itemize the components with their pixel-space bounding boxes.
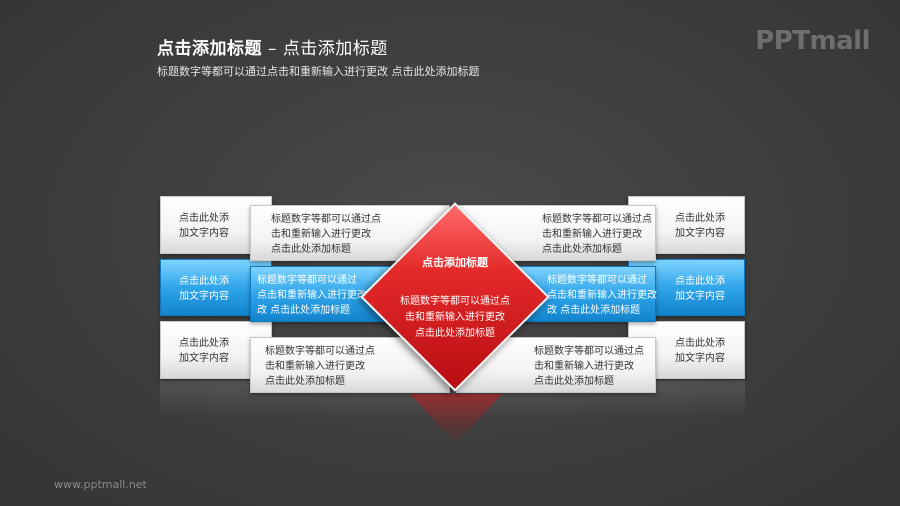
- page-title: 点击添加标题 – 点击添加标题: [157, 34, 388, 59]
- left-inner-card-2-line3: 改 点击此处添加标题: [257, 305, 351, 316]
- left-inner-card-1-line2: 击和重新输入进行更改: [271, 229, 371, 240]
- left-inner-card-2-line1: 标题数字等都可以通过: [257, 275, 357, 286]
- diamond-text: 标题数字等都可以通过点击和重新输入进行更改 点击此处添加标题: [400, 296, 510, 339]
- left-inner-card-3-line2: 击和重新输入进行更改: [265, 361, 365, 372]
- diamond-title: 点击添加标题: [422, 256, 488, 269]
- left-outer-card-3-line2: 加文字内容: [179, 353, 229, 364]
- left-outer-card-2-line1: 点击此处添: [179, 276, 229, 287]
- right-inner-card-3-line1: 标题数字等都可以通过点: [534, 346, 644, 357]
- right-inner-card-3-line2: 击和重新输入进行更改: [534, 361, 634, 372]
- right-inner-card-1-line1: 标题数字等都可以通过点: [542, 214, 652, 225]
- left-outer-card-3-line1: 点击此处添: [179, 338, 229, 349]
- right-inner-card-1-line2: 击和重新输入进行更改: [542, 229, 642, 240]
- page-subtitle: 标题数字等都可以通过点击和重新输入进行更改 点击此处添加标题: [157, 65, 480, 78]
- right-outer-card-2-line2: 加文字内容: [675, 291, 725, 302]
- title-sub: 点击添加标题: [282, 39, 388, 59]
- left-inner-card-3-line1: 标题数字等都可以通过点: [265, 346, 375, 357]
- center-diamond[interactable]: 点击添加标题 标题数字等都可以通过点击和重新输入进行更改 点击此处添加标题: [360, 200, 550, 395]
- title-main: 点击添加标题: [157, 39, 262, 59]
- right-inner-card-3-line3: 点击此处添加标题: [534, 376, 614, 387]
- right-outer-card-1-line1: 点击此处添: [675, 213, 725, 224]
- footer-url[interactable]: www.pptmall.net: [54, 478, 147, 491]
- pptmall-logo: PPTmall: [755, 26, 870, 56]
- left-outer-card-1-line1: 点击此处添: [179, 213, 229, 224]
- title-separator: –: [262, 39, 283, 59]
- right-outer-card-1-line2: 加文字内容: [675, 228, 725, 239]
- right-inner-card-1-line3: 点击此处添加标题: [542, 244, 622, 255]
- right-outer-card-3-line2: 加文字内容: [675, 353, 725, 364]
- left-outer-card-1-line2: 加文字内容: [179, 228, 229, 239]
- left-inner-card-1-line3: 点击此处添加标题: [271, 244, 351, 255]
- right-outer-card-3-line1: 点击此处添: [675, 338, 725, 349]
- right-inner-card-2-line1: 标题数字等都可以通过: [547, 275, 647, 286]
- right-inner-card-2-line3: 改 点击此处添加标题: [547, 305, 641, 316]
- right-inner-card-2-line2: 点击和重新输入进行更改: [547, 290, 657, 301]
- left-inner-card-1-line1: 标题数字等都可以通过点: [271, 214, 381, 225]
- right-outer-card-2-line1: 点击此处添: [675, 276, 725, 287]
- left-inner-card-3-line3: 点击此处添加标题: [265, 376, 345, 387]
- left-inner-card-2-line2: 点击和重新输入进行更改: [257, 290, 367, 301]
- left-outer-card-2-line2: 加文字内容: [179, 291, 229, 302]
